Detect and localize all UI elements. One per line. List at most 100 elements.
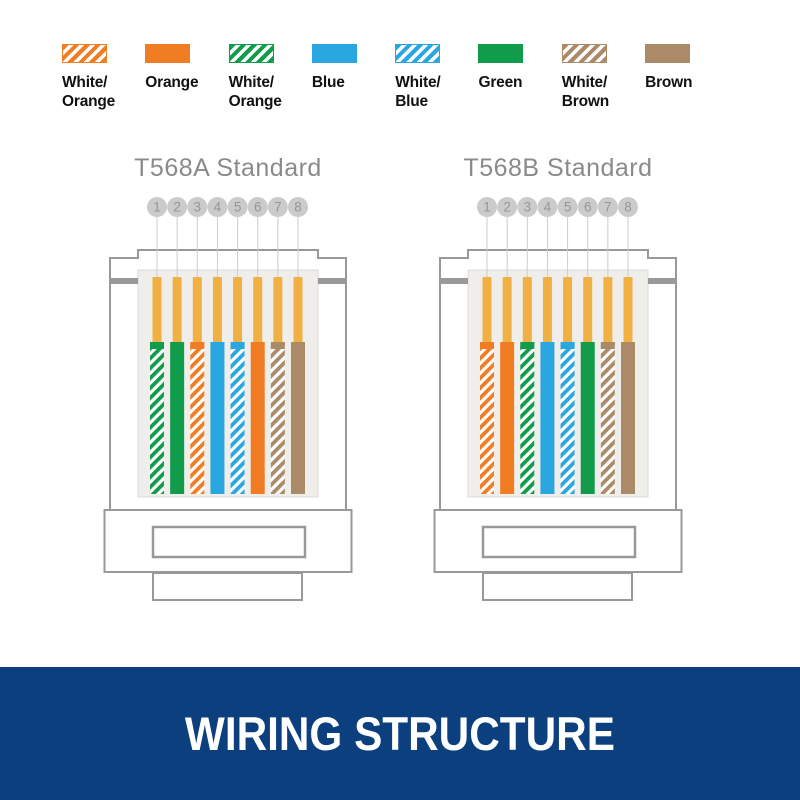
contact-pin xyxy=(603,277,613,344)
orange-wire xyxy=(250,342,265,494)
pin-number-circle xyxy=(537,197,558,217)
banner-title: WIRING STRUCTURE xyxy=(184,707,616,760)
pin-number-circle xyxy=(207,197,228,217)
brown-swatch xyxy=(645,44,691,63)
pin-number-circle xyxy=(597,197,618,217)
contact-pin xyxy=(522,277,532,344)
right-retention-bar xyxy=(318,278,346,284)
pin-number: 5 xyxy=(234,200,242,215)
white-orange-wire xyxy=(190,342,205,494)
pin-number-circle xyxy=(147,197,167,217)
blue-wire xyxy=(540,342,555,494)
pin-number: 1 xyxy=(153,200,161,215)
pin-number-circle xyxy=(167,197,188,217)
pin-number: 3 xyxy=(524,200,532,215)
pin-number: 7 xyxy=(604,200,612,215)
pin-number-circle xyxy=(618,197,638,217)
white-green-wire-cap xyxy=(520,342,535,349)
white-brown-wire xyxy=(270,342,285,494)
contact-pin xyxy=(623,277,633,344)
pin-number: 1 xyxy=(483,200,491,215)
contact-pin xyxy=(563,277,573,344)
orange-wire xyxy=(500,342,515,494)
contact-pin xyxy=(192,277,202,344)
pin-number: 4 xyxy=(214,200,222,215)
green-wire xyxy=(170,342,185,494)
legend-item: Orange xyxy=(145,44,228,111)
legend-label: Orange xyxy=(145,74,199,91)
white-blue-wire-cap xyxy=(230,342,245,349)
pin-number: 2 xyxy=(503,200,511,215)
t568b-title: T568B Standard xyxy=(463,154,653,182)
collar-window xyxy=(151,525,307,559)
pin-number: 7 xyxy=(274,200,282,215)
pin-number: 6 xyxy=(254,200,262,215)
legend-item: Brown xyxy=(645,44,728,111)
collar-window xyxy=(481,525,637,559)
pin-number-circle xyxy=(577,197,598,217)
white-blue-swatch xyxy=(395,44,441,63)
brown-wire xyxy=(291,342,305,494)
pin-number-circle xyxy=(517,197,538,217)
wire-panel xyxy=(137,269,319,498)
white-orange-wire xyxy=(480,342,494,494)
legend-item: Blue xyxy=(311,44,395,111)
white-brown-swatch xyxy=(561,44,607,63)
legend-label: Blue xyxy=(311,74,345,91)
legend-label: Green xyxy=(478,74,523,91)
white-green-swatch xyxy=(228,44,274,63)
pin-number: 6 xyxy=(584,200,592,215)
t568a-title: T568A Standard xyxy=(134,154,322,182)
white-green-wire xyxy=(150,342,164,494)
contact-pin xyxy=(152,277,162,344)
pin-number: 8 xyxy=(294,200,302,215)
pin-number-circle xyxy=(187,197,208,217)
white-blue-wire xyxy=(230,342,245,494)
pin-number: 4 xyxy=(544,200,552,215)
contact-pin xyxy=(502,277,512,344)
contact-pin xyxy=(482,277,492,344)
blue-swatch xyxy=(311,44,357,63)
legend-label: White/ Orange xyxy=(228,74,282,110)
contact-pin xyxy=(583,277,593,344)
pin-number: 3 xyxy=(194,200,202,215)
green-swatch xyxy=(478,44,524,63)
white-orange-swatch xyxy=(62,44,107,63)
contact-pin xyxy=(293,277,303,344)
white-green-wire xyxy=(520,342,535,494)
pin-number: 2 xyxy=(173,200,181,215)
contact-pin xyxy=(253,277,263,344)
legend-item: Green xyxy=(478,44,561,111)
pin-number-circle xyxy=(288,197,308,217)
pin-number: 8 xyxy=(624,200,632,215)
legend-label: Brown xyxy=(645,74,693,91)
pin-number-circle xyxy=(247,197,268,217)
pin-number-circle xyxy=(477,197,497,217)
white-orange-wire-cap xyxy=(480,342,494,349)
brown-wire xyxy=(621,342,635,494)
white-brown-wire-cap xyxy=(600,342,615,349)
wiring-structure-banner: WIRING STRUCTURE xyxy=(0,667,800,800)
white-blue-wire-cap xyxy=(560,342,575,349)
contact-pin xyxy=(212,277,222,344)
pin-number-circle xyxy=(497,197,518,217)
contact-pin xyxy=(273,277,283,344)
white-brown-wire-cap xyxy=(270,342,285,349)
contact-pin xyxy=(233,277,243,344)
pin-number-circle xyxy=(227,197,248,217)
contact-pin xyxy=(542,277,552,344)
white-blue-wire xyxy=(560,342,575,494)
left-retention-bar xyxy=(110,278,138,284)
connector-latch-tab xyxy=(482,572,633,601)
blue-wire xyxy=(210,342,225,494)
pin-number-circle xyxy=(267,197,288,217)
legend-item: White/ Orange xyxy=(62,44,145,111)
right-retention-bar xyxy=(648,278,676,284)
orange-swatch xyxy=(145,44,191,63)
white-brown-wire xyxy=(600,342,615,494)
legend-item: White/ Brown xyxy=(561,44,645,111)
wire-panel xyxy=(467,269,649,498)
